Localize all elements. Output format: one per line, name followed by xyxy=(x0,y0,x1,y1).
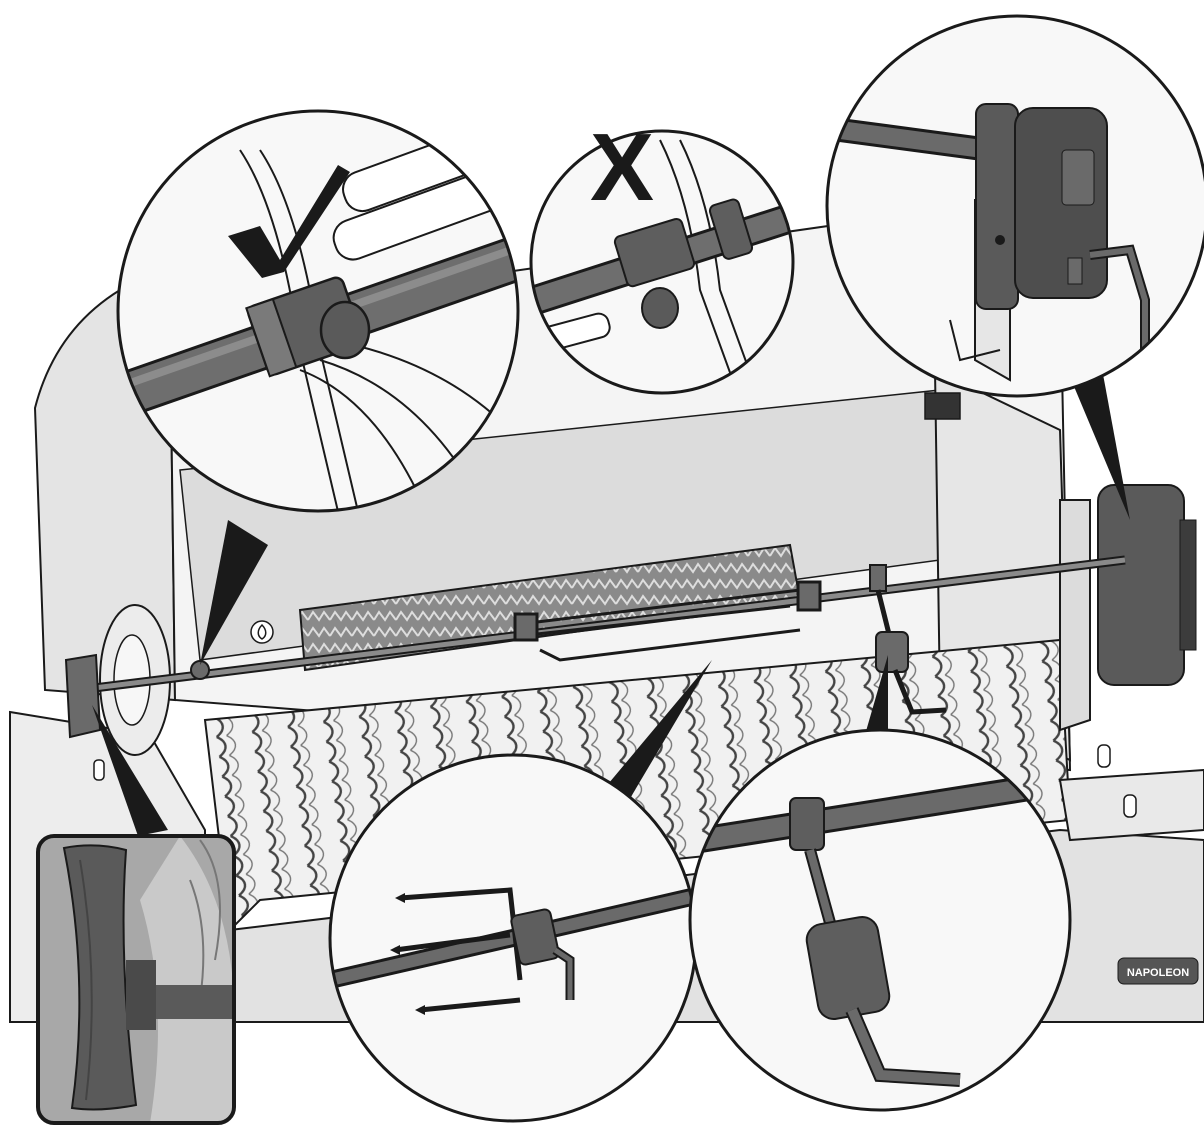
check-mark-icon xyxy=(228,165,350,278)
detail-correct-collar xyxy=(116,109,520,513)
power-socket xyxy=(924,392,961,420)
rotisserie-motor xyxy=(1097,484,1185,686)
handle-knob xyxy=(62,844,138,1111)
brand-logo: NAPOLEON xyxy=(1117,957,1199,985)
svg-text:NAPOLEON: NAPOLEON xyxy=(1127,967,1189,979)
motor-bracket xyxy=(1059,499,1091,732)
flame-icon xyxy=(250,620,274,644)
spit-rod-assembly xyxy=(64,555,1126,739)
callout-pointers xyxy=(92,358,1130,836)
detail-counterbalance xyxy=(688,728,1072,1112)
spit-forks xyxy=(513,580,822,662)
detail-spit-forks xyxy=(328,753,698,1123)
spit-handle xyxy=(64,653,102,739)
counterbalance xyxy=(869,564,947,715)
motor-bracket-detail xyxy=(975,103,1019,310)
detail-handle-inset xyxy=(36,834,236,1125)
x-mark-icon: X xyxy=(590,114,654,221)
detail-motor xyxy=(825,14,1204,398)
detail-wrong-collar: X xyxy=(529,114,795,395)
